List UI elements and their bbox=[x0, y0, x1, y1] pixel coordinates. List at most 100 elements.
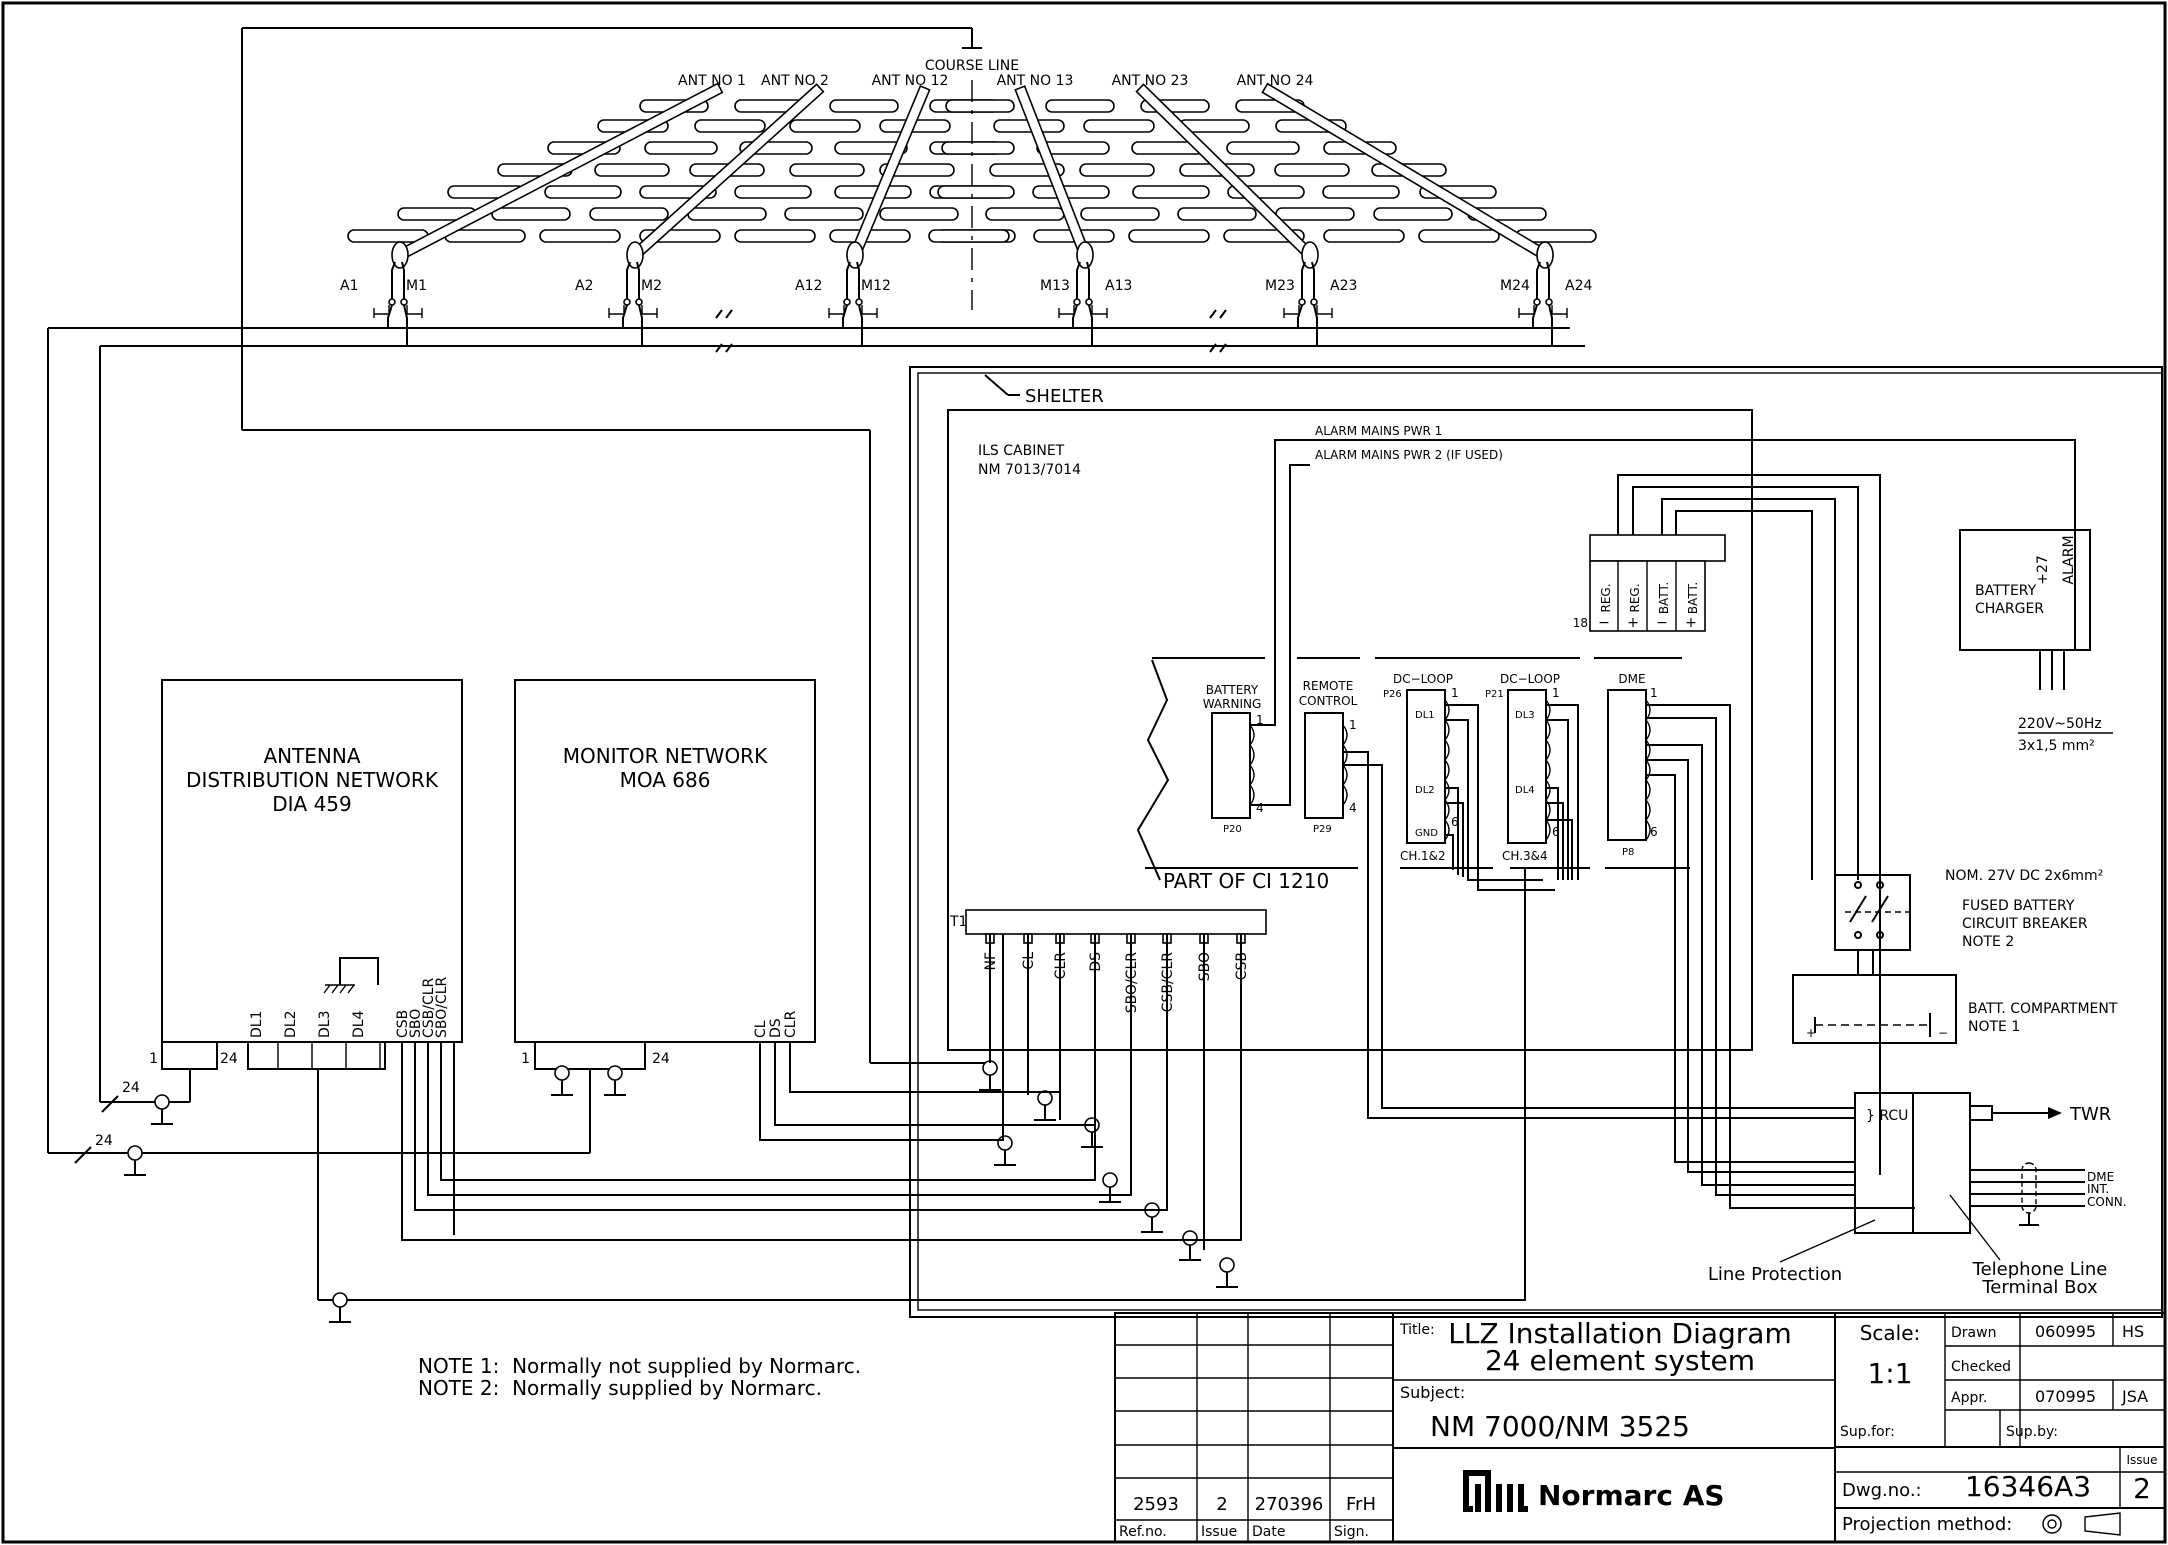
antenna-element bbox=[491, 207, 571, 221]
antenna-element bbox=[734, 185, 812, 199]
antenna-ground bbox=[1283, 305, 1333, 318]
monitor-pin-label: CL bbox=[753, 1020, 769, 1038]
antenna-label: ANT NO 2 bbox=[761, 73, 829, 89]
antenna-element bbox=[1322, 185, 1400, 199]
svg-text:DC−LOOP: DC−LOOP bbox=[1393, 672, 1453, 686]
ground-line bbox=[1034, 1105, 1056, 1121]
ils-cabinet-label-2: NM 7013/7014 bbox=[978, 462, 1081, 478]
svg-text:ANTENNA: ANTENNA bbox=[263, 744, 360, 768]
svg-text:P20: P20 bbox=[1223, 824, 1242, 835]
svg-text:REG.: REG. bbox=[1628, 583, 1642, 612]
ils-cabinet bbox=[947, 409, 1753, 1051]
antenna-element bbox=[687, 207, 767, 221]
antenna-element bbox=[1128, 229, 1210, 243]
antenna-element bbox=[589, 207, 669, 221]
svg-text:Issue: Issue bbox=[1201, 1524, 1237, 1540]
antenna-tap bbox=[388, 298, 396, 306]
svg-text:JSA: JSA bbox=[2121, 1387, 2148, 1406]
svg-text:Scale:: Scale: bbox=[1860, 1321, 1921, 1345]
ils-cabinet-label-1: ILS CABINET bbox=[978, 443, 1065, 459]
svg-text:270396: 270396 bbox=[1255, 1494, 1324, 1515]
svg-text:CH.3&4: CH.3&4 bbox=[1502, 849, 1548, 863]
antenna-element bbox=[879, 163, 955, 177]
antenna-element bbox=[928, 229, 1010, 243]
svg-text:CIRCUIT BREAKER: CIRCUIT BREAKER bbox=[1962, 916, 2088, 932]
svg-text:Issue: Issue bbox=[2126, 1453, 2157, 1467]
antenna-feed-line bbox=[846, 261, 860, 300]
svg-text:Dwg.no.:: Dwg.no.: bbox=[1842, 1480, 1922, 1501]
svg-text:Appr.: Appr. bbox=[1951, 1390, 1987, 1406]
ground-line bbox=[1141, 1217, 1163, 1233]
antenna-feed-line bbox=[391, 261, 405, 300]
drawing-title-1: LLZ Installation Diagram bbox=[1448, 1317, 1791, 1350]
svg-text:2593: 2593 bbox=[1133, 1494, 1179, 1515]
antenna-a-port: A1 bbox=[340, 278, 358, 294]
svg-text:−: − bbox=[1598, 615, 1610, 631]
svg-text:BATT.: BATT. bbox=[1657, 582, 1671, 614]
antenna-element bbox=[694, 119, 766, 133]
antenna-distribution-network: ANTENNA DISTRIBUTION NETWORK DIA 459 bbox=[161, 679, 463, 1043]
ground-symbol bbox=[607, 1065, 623, 1081]
t1-terminal-bar: T1 bbox=[949, 909, 1267, 935]
antenna-element bbox=[544, 185, 622, 199]
antenna-element bbox=[1045, 99, 1115, 113]
adn-pin-label: CSB/CLR bbox=[421, 977, 437, 1038]
title-block: 2593 2 270396 FrH Ref.no. Issue Date Sig… bbox=[1114, 1312, 2166, 1543]
svg-text:DIA 459: DIA 459 bbox=[272, 792, 352, 816]
antenna-feed bbox=[391, 241, 409, 269]
antenna-drop bbox=[1297, 304, 1318, 346]
dc-loop-1-connector: DC−LOOP P26 1 6 DL1 DL2 GND CH.1&2 bbox=[1383, 672, 1459, 863]
antenna-m-port: M1 bbox=[406, 278, 427, 294]
adn-pin-label: CSB bbox=[395, 1010, 411, 1038]
antenna-drop bbox=[622, 304, 643, 346]
antenna-feed-line bbox=[626, 261, 640, 300]
battery-compartment: + − bbox=[1792, 974, 1957, 1044]
svg-text:060995: 060995 bbox=[2035, 1322, 2096, 1341]
ground-symbol bbox=[154, 1094, 170, 1110]
antenna-tap bbox=[1310, 298, 1318, 306]
antenna-drop bbox=[842, 304, 863, 346]
antenna-element bbox=[937, 185, 1015, 199]
ground-line bbox=[124, 1160, 146, 1176]
alarm-mains-1: ALARM MAINS PWR 1 bbox=[1315, 424, 1442, 438]
ground-line bbox=[329, 1307, 351, 1323]
note-1: NOTE 1: Normally not supplied by Normarc… bbox=[418, 1354, 861, 1378]
antenna-feed bbox=[1536, 241, 1554, 269]
antenna-element bbox=[789, 119, 861, 133]
antenna-tap bbox=[400, 298, 408, 306]
antenna-element bbox=[1080, 207, 1160, 221]
svg-text:BATT.: BATT. bbox=[1686, 582, 1700, 614]
svg-text:Date: Date bbox=[1252, 1524, 1285, 1540]
svg-text:−: − bbox=[1656, 615, 1668, 631]
svg-text:P8: P8 bbox=[1622, 847, 1634, 858]
svg-text:DL3: DL3 bbox=[1515, 710, 1535, 721]
antenna-feed-line bbox=[1536, 261, 1550, 300]
antenna-label: ANT NO 12 bbox=[872, 73, 949, 89]
ground-symbol bbox=[1037, 1090, 1053, 1106]
svg-text:Telephone Line: Telephone Line bbox=[1972, 1259, 2108, 1280]
svg-text:+: + bbox=[1806, 1026, 1816, 1040]
antenna-element bbox=[1275, 207, 1355, 221]
adn-pin-label: SBO bbox=[408, 1009, 424, 1038]
svg-text:24: 24 bbox=[220, 1051, 238, 1067]
ground-symbol bbox=[1219, 1257, 1235, 1273]
antenna-a-port: A2 bbox=[575, 278, 593, 294]
antenna-element bbox=[985, 207, 1065, 221]
line-protection-label: Line Protection bbox=[1708, 1264, 1842, 1285]
svg-text:CH.1&2: CH.1&2 bbox=[1400, 849, 1446, 863]
mains-label-2: 3x1,5 mm² bbox=[2018, 738, 2095, 754]
antenna-ground bbox=[608, 305, 658, 318]
svg-text:1: 1 bbox=[149, 1051, 158, 1067]
antenna-tap bbox=[1298, 298, 1306, 306]
svg-text:DME: DME bbox=[2087, 1170, 2114, 1184]
svg-text:1: 1 bbox=[521, 1051, 530, 1067]
antenna-tap bbox=[623, 298, 631, 306]
ground-line bbox=[994, 1150, 1016, 1166]
battery-charger: BATTERY CHARGER +27 ALARM bbox=[1959, 529, 2091, 651]
mains-label-1: 220V~50Hz bbox=[2018, 716, 2102, 732]
svg-text:REMOTE: REMOTE bbox=[1303, 679, 1354, 693]
svg-text:} RCU: } RCU bbox=[1866, 1108, 1908, 1124]
